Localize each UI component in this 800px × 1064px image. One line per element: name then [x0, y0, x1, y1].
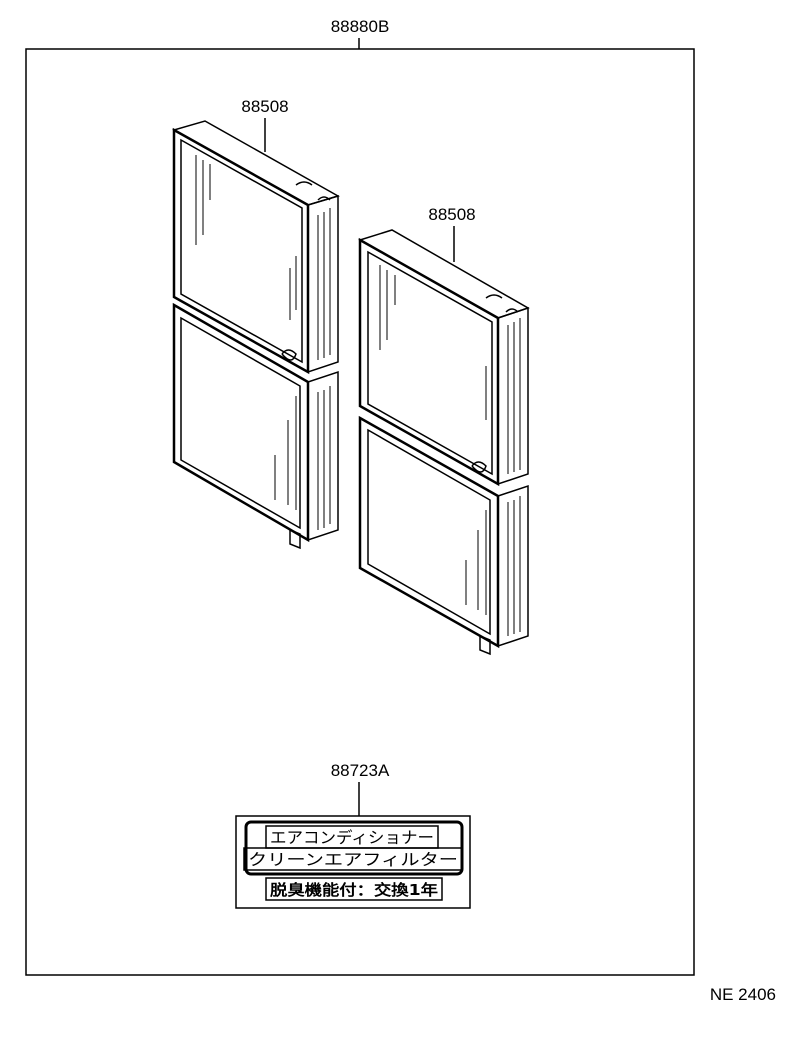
caution-label: エアコンディショナー クリーンエアフィルター 脱臭機能付：交換1年: [235, 815, 471, 909]
air-filter-left: [172, 120, 340, 550]
air-filter-left-lower-panel: [172, 302, 339, 550]
caution-label-line2: クリーンエアフィルター: [248, 850, 458, 869]
caution-label-line3-box: [265, 877, 443, 901]
figure-code: NE 2406: [710, 985, 776, 1004]
kit-part-number: 88880B: [331, 17, 390, 36]
air-filter-right-upper-panel: [358, 229, 530, 487]
label-part-number: 88723A: [331, 761, 390, 780]
filter-right-part-number: 88508: [428, 205, 475, 224]
air-filter-right: [358, 229, 530, 656]
caution-label-border: [235, 815, 471, 909]
filter-left-part-number: 88508: [241, 97, 288, 116]
air-filter-left-upper-panel: [172, 120, 340, 375]
kit-frame: [25, 48, 695, 976]
caution-label-line3: 脱臭機能付：交換1年: [270, 881, 438, 899]
caution-label-line2-box: [243, 847, 463, 871]
air-filter-right-lower-panel: [358, 415, 529, 656]
caution-label-line1: エアコンディショナー: [270, 828, 434, 847]
